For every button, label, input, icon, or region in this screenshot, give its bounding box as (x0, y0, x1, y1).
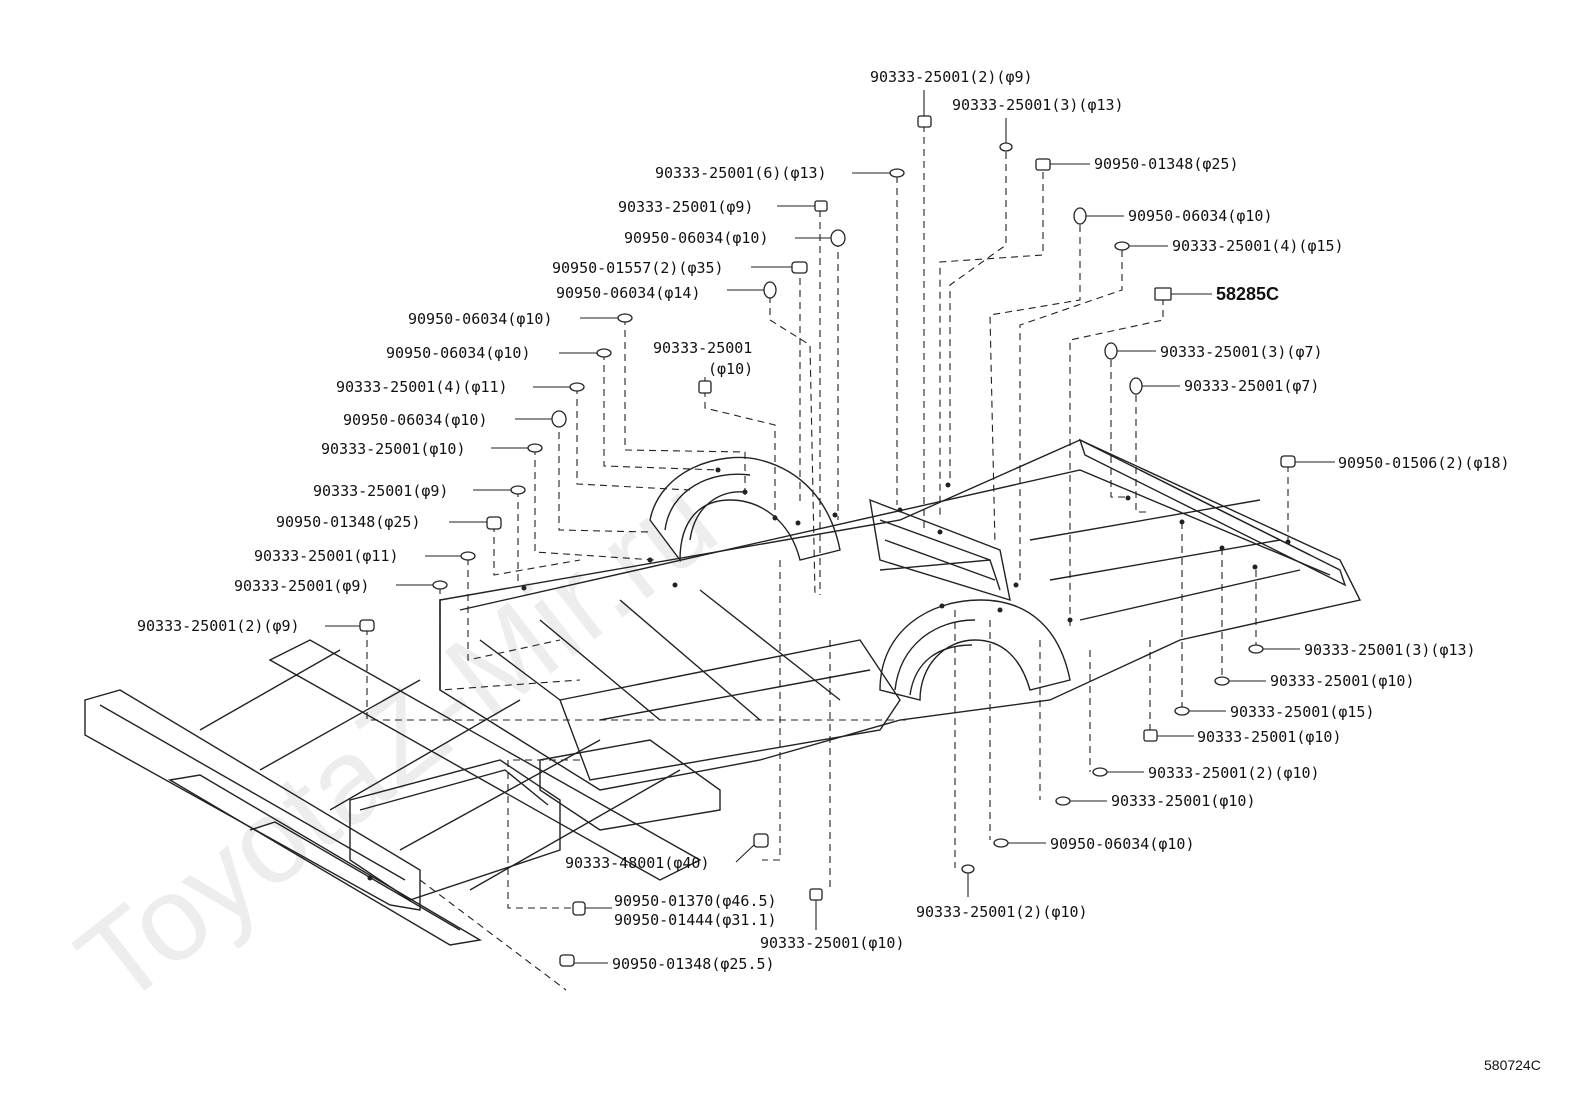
callout-label: 90333-25001(2)(φ10) (916, 903, 1088, 921)
callout-label: 90333-25001(φ9) (618, 198, 753, 216)
callout-label: 90333-25001(2)(φ9) (870, 68, 1033, 86)
callout-label: 90950-06034(φ10) (386, 344, 531, 362)
callout-label: 90333-25001(φ10) (1197, 728, 1342, 746)
callout-label: 90950-01557(2)(φ35) (552, 259, 724, 277)
dashed-leader-lines (366, 125, 1289, 991)
callout-label: 90950-06034(φ10) (408, 310, 553, 328)
callout-label: 90333-25001(4)(φ11) (336, 378, 508, 396)
callout-label: 90333-25001(3)(φ13) (1304, 641, 1476, 659)
callout-label: 90333-25001(6)(φ13) (655, 164, 827, 182)
callout-label: 90333-25001(φ11) (254, 547, 399, 565)
callout-label: 90333-25001(3)(φ13) (952, 96, 1124, 114)
diagram-reference-code: 580724C (1484, 1057, 1541, 1073)
vehicle-floor-illustration (84, 438, 1362, 946)
callout-label: 90333-25001(φ10) (321, 440, 466, 458)
callout-label: 90950-06034(φ10) (1128, 207, 1273, 225)
part-number-labels: 90333-25001(2)(φ9) 90333-25001(3)(φ13) 9… (137, 68, 1510, 973)
callout-label: 58285C (1216, 284, 1279, 304)
callout-label: 90333-25001(4)(φ15) (1172, 237, 1344, 255)
callout-label: 90333-25001(2)(φ9) (137, 617, 300, 635)
callout-label: 90333-25001(φ10) (1111, 792, 1256, 810)
callout-label: 90950-01506(2)(φ18) (1338, 454, 1510, 472)
callout-label: 90950-06034(φ10) (343, 411, 488, 429)
callout-label: 90950-06034(φ10) (1050, 835, 1195, 853)
callout-label: 90333-25001 (653, 339, 752, 357)
callout-label: 90950-06034(φ10) (624, 229, 769, 247)
callout-label: 90333-25001(φ9) (313, 482, 448, 500)
callout-label: 90950-01370(φ46.5) (614, 892, 777, 910)
callout-label: 90333-25001(φ10) (760, 934, 905, 952)
callout-label: (φ10) (708, 360, 753, 378)
callout-label: 90333-25001(φ9) (234, 577, 369, 595)
callout-label: 90333-25001(2)(φ10) (1148, 764, 1320, 782)
callout-label: 90950-01348(φ25) (276, 513, 421, 531)
callout-label: 90333-48001(φ40) (565, 854, 710, 872)
callout-label: 90950-01348(φ25.5) (612, 955, 775, 973)
callout-label: 90333-25001(φ10) (1270, 672, 1415, 690)
callout-label: 90333-25001(3)(φ7) (1160, 343, 1323, 361)
callout-label: 90950-01348(φ25) (1094, 155, 1239, 173)
callout-label: 90950-01444(φ31.1) (614, 911, 777, 929)
callout-label: 90950-06034(φ14) (556, 284, 701, 302)
callout-label: 90333-25001(φ7) (1184, 377, 1319, 395)
callout-label: 90333-25001(φ15) (1230, 703, 1375, 721)
label-leaders (325, 90, 1335, 964)
